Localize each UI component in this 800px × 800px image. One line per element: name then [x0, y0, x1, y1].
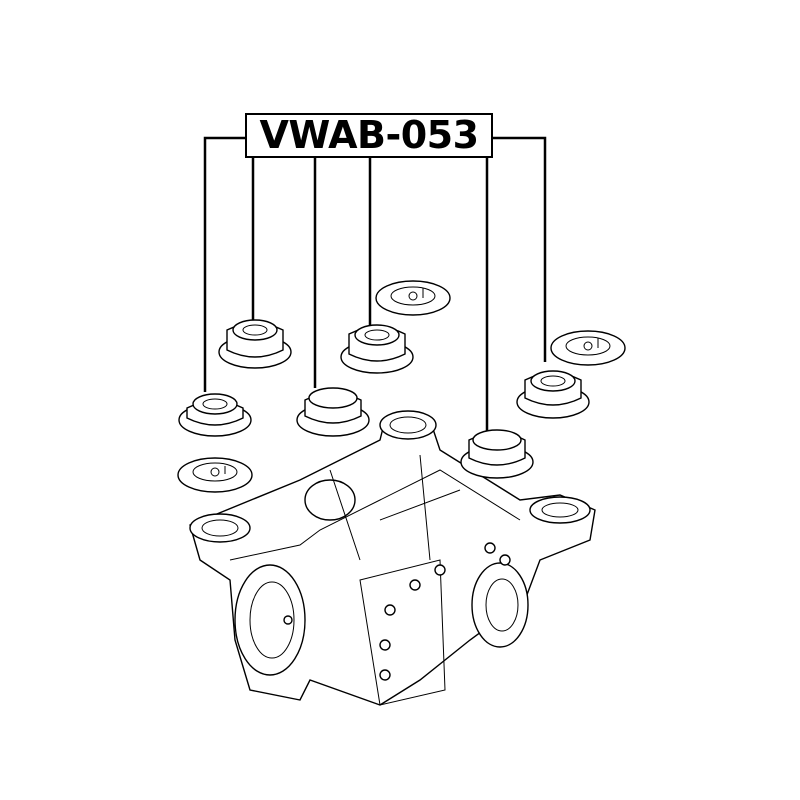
- washer-3: [550, 330, 626, 366]
- leader-lines: [203, 136, 547, 432]
- washer-2: [375, 280, 451, 316]
- bushing-1: [178, 393, 252, 437]
- bushing-4: [340, 324, 414, 374]
- bushing-6: [516, 370, 590, 419]
- bushing-5: [460, 429, 534, 479]
- bushing-2: [218, 319, 292, 369]
- differential-housing: [189, 410, 596, 706]
- bushing-3: [296, 387, 370, 437]
- washer-1: [177, 457, 253, 493]
- part-number-label: VWAB-053: [245, 113, 493, 158]
